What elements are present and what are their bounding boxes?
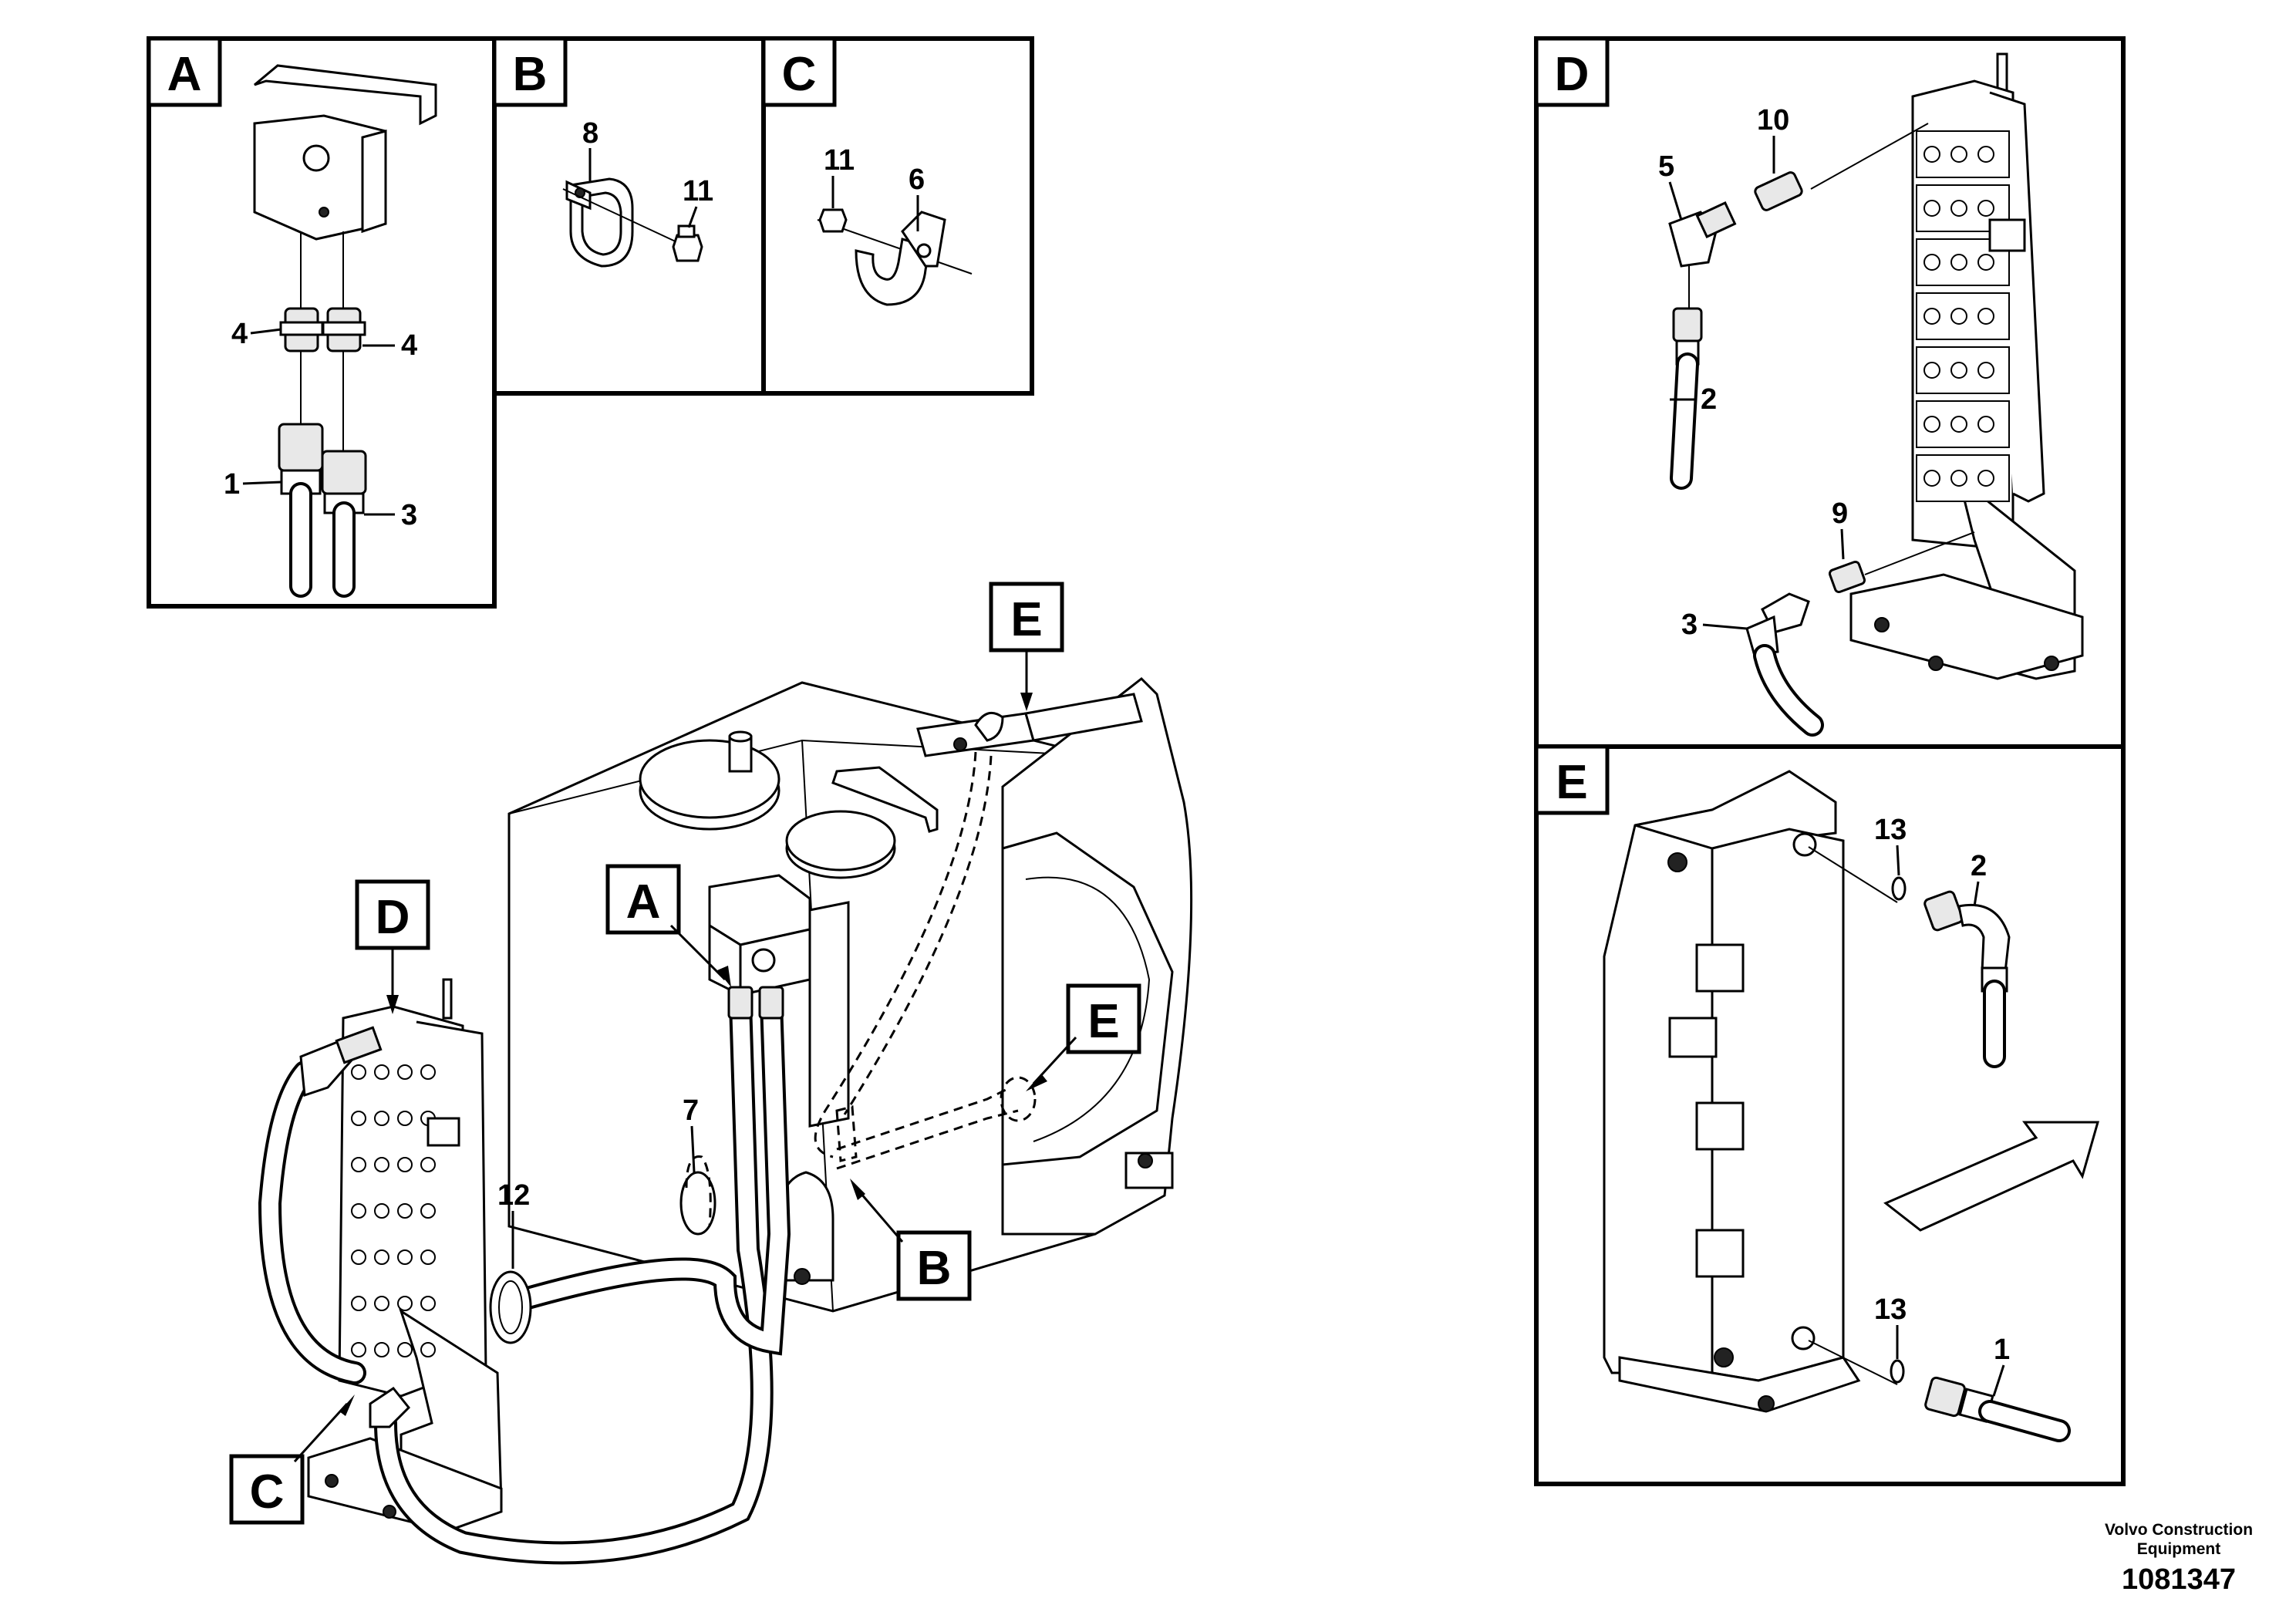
panel-d-tag-box (1534, 36, 1610, 107)
main-tag-e-top-box (989, 582, 1064, 653)
hose-routing (258, 986, 791, 1565)
adapter-part (1828, 560, 1866, 594)
callout-4-left: 4 (231, 318, 248, 350)
main-tag-b: B (917, 1242, 952, 1295)
callout-8: 8 (582, 117, 598, 150)
hydraulic-tank-part (507, 677, 1193, 1313)
detail-panel-b: B 8 11 (492, 36, 766, 396)
main-assembly-view: D A E E B C 7 12 (229, 582, 1193, 1565)
main-tag-b-box (896, 1230, 972, 1301)
panel-c-tag: C (782, 48, 817, 101)
callout-2-e: 2 (1971, 850, 1987, 882)
panel-e-tag-box (1534, 744, 1610, 815)
hose-end-part (278, 423, 367, 514)
panel-b-tag: B (513, 48, 548, 101)
callout-5: 5 (1658, 150, 1674, 183)
elbow-fitting-part (1745, 592, 1810, 657)
company-name-line2: Equipment (2137, 1540, 2221, 1558)
callout-7: 7 (683, 1094, 699, 1127)
bolt-part (672, 224, 703, 262)
control-valve-part (1849, 52, 2084, 680)
callout-9: 9 (1832, 497, 1848, 530)
panel-a-tag-box (147, 36, 222, 107)
panel-d-tag: D (1555, 48, 1590, 101)
detail-panel-a: A 4 4 (147, 36, 497, 609)
callout-2-d: 2 (1701, 383, 1717, 416)
oil-cooler-part (1603, 770, 1861, 1413)
o-ring-part (1891, 876, 1907, 901)
callout-1-e: 1 (1994, 1334, 2010, 1366)
hidden-hose-routing (685, 751, 1037, 1227)
elbow-fitting-part (1668, 201, 1737, 268)
control-valve-part (307, 978, 503, 1533)
bracket-part (253, 64, 437, 241)
main-tag-d-box (355, 879, 430, 950)
callout-3-a: 3 (401, 499, 417, 531)
clamp-part (489, 1270, 532, 1344)
main-tag-c-box (229, 1454, 305, 1525)
callout-11-b: 11 (683, 175, 713, 207)
title-block: Volvo Construction Equipment 1081347 (2105, 1521, 2253, 1596)
main-tag-c: C (250, 1465, 285, 1519)
callout-6: 6 (909, 164, 925, 196)
panel-a-tag: A (167, 48, 202, 101)
main-tag-a: A (626, 875, 661, 929)
panel-e-tag: E (1556, 756, 1587, 809)
callout-12: 12 (497, 1179, 530, 1212)
o-ring-part (1890, 1359, 1905, 1384)
panel-b-tag-box (492, 36, 568, 107)
clamp-part (679, 1171, 716, 1236)
callout-13-bottom: 13 (1874, 1293, 1907, 1326)
main-tag-e-top: E (1010, 593, 1042, 646)
adapter-part (1754, 171, 1803, 211)
main-tag-d: D (376, 891, 410, 944)
detail-panel-e: E (1534, 744, 2126, 1486)
detail-panel-c: C 11 6 (761, 36, 1034, 396)
clamp-part (565, 177, 634, 268)
main-tag-e-bottom-box (1066, 983, 1141, 1054)
callout-11-c: 11 (824, 144, 855, 177)
drawing-number: 1081347 (2122, 1563, 2236, 1596)
callout-10: 10 (1757, 104, 1789, 137)
company-name-line1: Volvo Construction (2105, 1521, 2253, 1539)
flow-direction-arrow (1883, 1121, 2099, 1232)
main-tag-e-bottom: E (1087, 995, 1119, 1048)
callout-1-a: 1 (224, 468, 240, 501)
adapter-part (279, 307, 366, 352)
callout-4-right: 4 (401, 329, 417, 362)
detail-panel-d: D (1534, 36, 2126, 749)
main-tag-a-box (605, 864, 681, 935)
bolt-part (818, 208, 848, 233)
callout-13-top: 13 (1874, 814, 1907, 846)
callout-3-d: 3 (1681, 609, 1698, 641)
panel-c-tag-box (761, 36, 837, 107)
